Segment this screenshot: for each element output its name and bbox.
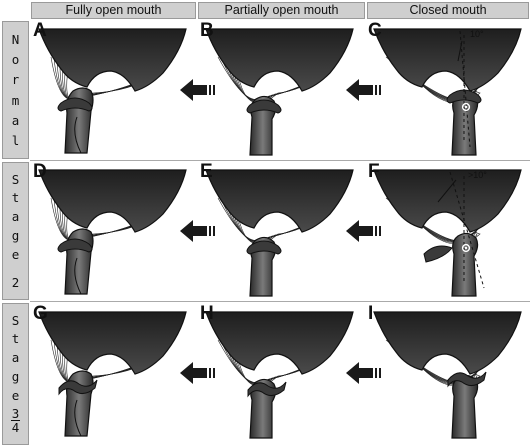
- row-label-char: S: [11, 171, 20, 187]
- left-arrow-icon: [346, 220, 382, 242]
- panel-letter: B: [200, 20, 214, 41]
- fraction-denominator: 4: [11, 420, 20, 436]
- joint-diagram: >10°: [373, 169, 522, 297]
- fraction-numerator: 3: [10, 406, 21, 422]
- row-label-char: r: [11, 72, 20, 88]
- panel-letter: C: [368, 20, 382, 41]
- panel-g: G: [31, 304, 197, 440]
- joint-diagram: 10°: [373, 28, 522, 156]
- panel-letter: I: [368, 303, 374, 324]
- temporal-bone: [373, 311, 522, 375]
- row-label-char: g: [11, 368, 20, 384]
- angle-label: >10°: [468, 170, 487, 180]
- row-divider: [30, 160, 530, 161]
- temporal-bone: [373, 28, 522, 92]
- panel-letter: D: [33, 161, 47, 182]
- row-label-char: e: [11, 387, 20, 403]
- row-label-char: t: [11, 190, 20, 206]
- row-label-char: a: [11, 209, 20, 225]
- panel-e: E: [198, 162, 364, 298]
- panel-letter: A: [33, 20, 47, 41]
- panel-f: >10° F: [366, 162, 531, 298]
- left-arrow-icon: [180, 220, 216, 242]
- row-label-char: S: [11, 312, 20, 328]
- row-divider: [30, 301, 530, 302]
- row-label-char: t: [11, 331, 20, 347]
- panel-d: D: [31, 162, 197, 298]
- panel-h: H: [198, 304, 364, 440]
- row-label-stage-2: S t a g e 2: [2, 162, 29, 300]
- panel-letter: G: [33, 303, 48, 324]
- joint-diagram: [38, 169, 187, 295]
- left-arrow-icon: [180, 79, 216, 101]
- panel-letter: F: [368, 161, 380, 182]
- joint-diagram: [373, 311, 522, 439]
- panel-i: I: [366, 304, 531, 440]
- joint-diagram: [205, 169, 354, 297]
- row-label-fraction: 3 4: [10, 406, 21, 436]
- temporal-bone: [373, 169, 522, 233]
- left-arrow-icon: [180, 362, 216, 384]
- temporal-bone: [38, 169, 187, 233]
- row-label-char: e: [11, 246, 20, 262]
- panel-a: A: [31, 21, 197, 157]
- row-label-char: g: [11, 227, 20, 243]
- row-label-normal: N o r m a l: [2, 21, 29, 159]
- row-label-char: 2: [11, 275, 20, 291]
- column-header-closed: Closed mouth: [367, 2, 529, 19]
- row-label-stage-3-4: S t a g e 3 4: [2, 303, 29, 445]
- temporal-bone: [205, 28, 354, 92]
- joint-diagram: [205, 28, 354, 156]
- panel-c: 10° C: [366, 21, 531, 157]
- row-label-char: a: [11, 350, 20, 366]
- joint-diagram: [38, 28, 187, 154]
- left-arrow-icon: [346, 79, 382, 101]
- row-label-char: m: [11, 92, 20, 108]
- row-label-char: l: [11, 132, 20, 148]
- joint-diagram: [205, 311, 354, 439]
- panel-letter: E: [200, 161, 213, 182]
- angle-label: 10°: [470, 29, 484, 39]
- row-label-char: o: [11, 52, 20, 68]
- panel-letter: H: [200, 303, 214, 324]
- column-header-partial: Partially open mouth: [198, 2, 365, 19]
- temporal-bone: [205, 169, 354, 233]
- temporal-bone: [38, 311, 187, 375]
- row-label-char: a: [11, 112, 20, 128]
- panel-b: B: [198, 21, 364, 157]
- temporal-bone: [38, 28, 187, 92]
- temporal-bone: [205, 311, 354, 375]
- left-arrow-icon: [346, 362, 382, 384]
- row-label-char: N: [11, 32, 20, 48]
- joint-diagram: [38, 311, 187, 437]
- column-header-open: Fully open mouth: [31, 2, 196, 19]
